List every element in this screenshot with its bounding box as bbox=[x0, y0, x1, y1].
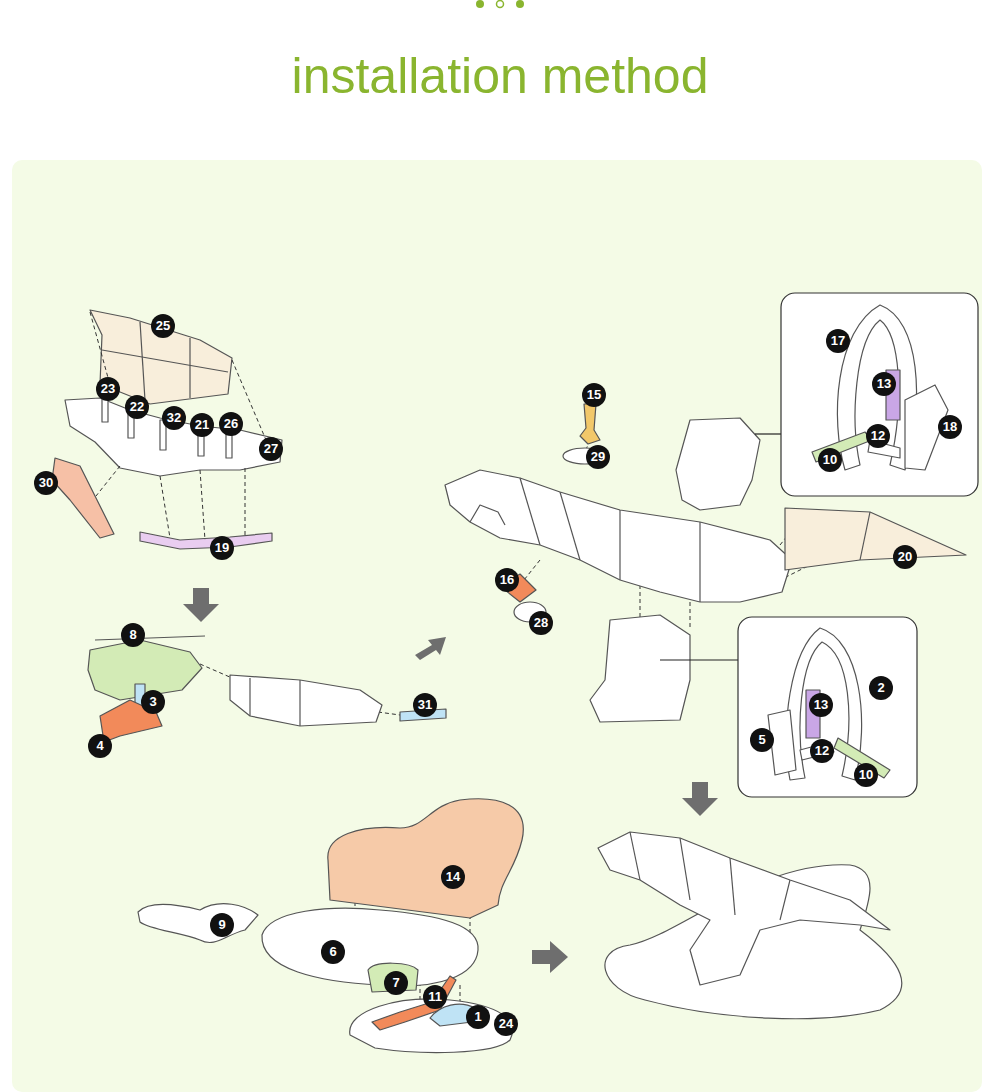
step-arrows-part bbox=[532, 941, 568, 973]
callout-number: 20 bbox=[893, 545, 917, 569]
callout-number: 29 bbox=[586, 445, 610, 469]
callout-number: 12 bbox=[810, 739, 834, 763]
callout-number: 22 bbox=[125, 395, 149, 419]
body-assembly-part bbox=[660, 659, 740, 660]
callout-number: 17 bbox=[826, 329, 850, 353]
callout-number: 18 bbox=[938, 415, 962, 439]
callout-number: 24 bbox=[494, 1012, 518, 1036]
piece-27 bbox=[65, 398, 282, 476]
callout-number: 1 bbox=[466, 1005, 490, 1029]
piece-20 bbox=[785, 508, 966, 570]
inset-panels bbox=[738, 293, 978, 797]
inset-panels-part bbox=[781, 293, 978, 496]
top-dots-part bbox=[497, 1, 504, 8]
callout-number: 21 bbox=[190, 413, 214, 437]
upper-leg bbox=[676, 418, 760, 510]
piece-14 bbox=[328, 799, 523, 918]
callout-number: 2 bbox=[869, 676, 893, 700]
callout-number: 25 bbox=[151, 314, 175, 338]
leader-lines-part bbox=[200, 470, 205, 540]
step-arrows-part bbox=[415, 637, 446, 660]
top-dots-part bbox=[476, 0, 484, 8]
lower-leg bbox=[590, 615, 690, 722]
callout-number: 30 bbox=[34, 471, 58, 495]
mid-head-part bbox=[95, 636, 205, 640]
mid-head-part bbox=[249, 678, 250, 716]
step-arrows bbox=[183, 588, 718, 973]
leader-lines-part bbox=[96, 466, 120, 496]
callout-number: 5 bbox=[750, 728, 774, 752]
final-model bbox=[598, 832, 902, 1019]
pegs bbox=[102, 396, 232, 458]
callout-number: 4 bbox=[88, 734, 112, 758]
callout-number: 10 bbox=[818, 448, 842, 472]
mid-head-part bbox=[299, 680, 300, 726]
body-assembly-part bbox=[560, 492, 580, 560]
top-dots bbox=[476, 0, 524, 8]
callout-number: 3 bbox=[141, 690, 165, 714]
leader-lines-part bbox=[378, 712, 400, 715]
final-body bbox=[598, 832, 890, 985]
leader-lines-part bbox=[245, 468, 246, 536]
callout-number: 10 bbox=[854, 763, 878, 787]
inset-parts bbox=[768, 305, 948, 780]
head-parts bbox=[52, 310, 282, 549]
callout-number: 26 bbox=[219, 412, 243, 436]
callout-number: 12 bbox=[866, 424, 890, 448]
body-assembly-part bbox=[470, 505, 505, 525]
callout-number: 27 bbox=[259, 437, 283, 461]
callout-number: 19 bbox=[210, 536, 234, 560]
piece-9 bbox=[138, 904, 258, 943]
inset-panels-part bbox=[738, 617, 917, 797]
callout-number: 13 bbox=[872, 372, 896, 396]
piece-19 bbox=[140, 532, 272, 549]
body-assembly-part bbox=[520, 478, 540, 545]
base-parts bbox=[138, 799, 523, 1053]
body-assembly-part bbox=[699, 522, 700, 602]
mid-head bbox=[88, 636, 446, 742]
head-parts-part bbox=[140, 322, 145, 400]
page-title: installation method bbox=[0, 46, 1000, 106]
head-parts-part bbox=[102, 350, 228, 372]
step-arrows-part bbox=[183, 588, 219, 622]
callout-number: 7 bbox=[384, 971, 408, 995]
leader-lines-part bbox=[690, 595, 691, 630]
final-model-part bbox=[730, 858, 735, 915]
piece-25 bbox=[90, 310, 232, 404]
body-assembly-part bbox=[755, 433, 782, 434]
body-assembly-part bbox=[860, 512, 870, 560]
callout-number: 6 bbox=[321, 940, 345, 964]
step-arrows-part bbox=[682, 782, 718, 816]
final-model-part bbox=[630, 832, 640, 880]
piece-15 bbox=[580, 404, 600, 444]
callout-number: 13 bbox=[809, 693, 833, 717]
final-model-part bbox=[780, 880, 790, 920]
neck bbox=[230, 675, 382, 726]
callout-number: 16 bbox=[495, 568, 519, 592]
callout-number: 9 bbox=[210, 913, 234, 937]
leader-lines-part bbox=[160, 476, 170, 538]
callout-number: 8 bbox=[121, 623, 145, 647]
top-dots-part bbox=[516, 0, 524, 8]
callout-number: 31 bbox=[413, 693, 437, 717]
callout-number: 11 bbox=[423, 985, 447, 1009]
panel-ground bbox=[12, 160, 982, 1092]
callout-number: 23 bbox=[96, 377, 120, 401]
callout-number: 14 bbox=[441, 865, 465, 889]
head-parts-part bbox=[189, 338, 190, 398]
final-model-part bbox=[680, 838, 690, 900]
leader-lines-part bbox=[90, 312, 110, 385]
callout-number: 28 bbox=[529, 611, 553, 635]
callout-number: 15 bbox=[582, 383, 606, 407]
body-assembly-part bbox=[619, 510, 620, 580]
leader-lines-part bbox=[200, 664, 232, 678]
piece-30 bbox=[52, 458, 114, 538]
callout-number: 32 bbox=[162, 406, 186, 430]
